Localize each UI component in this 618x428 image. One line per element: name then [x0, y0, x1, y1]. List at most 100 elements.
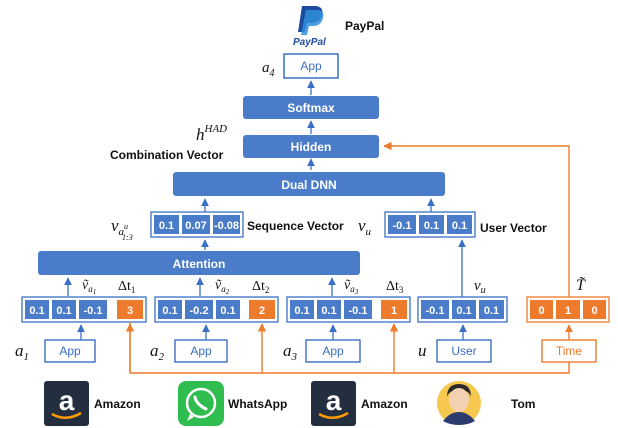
- paypal-brand-label: PayPal: [345, 19, 384, 33]
- user-cell-value: 0.1: [452, 220, 467, 232]
- user-group: vu -0.1 0.1 0.1 u User: [417, 278, 508, 363]
- app-name-2: WhatsApp: [228, 397, 287, 411]
- emb-cell-value: 0.1: [220, 305, 235, 317]
- app-group-1: ṽa1 Δt1 0.1 0.1 -0.1 3 a1 App: [15, 278, 147, 363]
- softmax-block: [243, 96, 379, 119]
- attention-label: Attention: [173, 257, 226, 271]
- dt-symbol-1: Δt1: [118, 279, 135, 295]
- app-input-box-1: [44, 339, 96, 363]
- hidden-block: [243, 135, 379, 158]
- input-var-2: a2: [150, 341, 165, 363]
- emb-cell-value: -0.1: [349, 305, 368, 317]
- app-name-1: Amazon: [94, 397, 141, 411]
- app-input-label-2: App: [190, 344, 212, 358]
- attention-block: [38, 251, 360, 275]
- dt-cell-2: [249, 300, 275, 319]
- dt-cell-1: [117, 300, 143, 319]
- emb-cell-value: 0.1: [29, 305, 44, 317]
- dual-dnn-block: [173, 172, 445, 196]
- emb-symbol-1: ṽa1: [82, 278, 96, 296]
- app-name-3: Amazon: [361, 397, 408, 411]
- user-emb-value: -0.1: [426, 305, 445, 317]
- user-emb-symbol: vu: [474, 278, 486, 296]
- softmax-label: Softmax: [287, 101, 335, 115]
- dt-symbol-2: Δt2: [252, 279, 269, 295]
- dt-value-2: 2: [259, 305, 265, 317]
- time-input-label: Time: [556, 344, 583, 358]
- app-input-label-1: App: [59, 344, 81, 358]
- user-vector-cells: -0.1 0.1 0.1: [388, 215, 472, 234]
- time-cell: [583, 300, 606, 319]
- user-cell-value: -0.1: [393, 220, 412, 232]
- user-cell: [388, 215, 416, 234]
- app-input-box-2: [174, 339, 228, 363]
- user-vector-symbol: vu: [358, 216, 372, 238]
- emb-cell: [79, 300, 107, 319]
- seq-cell-value: -0.08: [214, 220, 239, 232]
- dt-cell-3: [381, 300, 407, 319]
- user-cell: [419, 215, 444, 234]
- output-app-box: [283, 53, 339, 79]
- input-var-3: a3: [283, 341, 298, 363]
- emb-cell: [290, 300, 314, 319]
- app-group-3: ṽa3 Δt3 0.1 0.1 -0.1 1 a3 App: [283, 278, 411, 363]
- paypal-logo-text: PayPal: [293, 37, 326, 48]
- emb-cell: [25, 300, 49, 319]
- input-var-1: a1: [15, 341, 29, 363]
- seq-vector-cells: 0.1 0.07 -0.08: [154, 215, 240, 234]
- time-symbol: T̃: [576, 276, 586, 294]
- svg-text:a: a: [59, 385, 75, 416]
- emb-cell: [158, 300, 182, 319]
- emb-symbol-2: ṽa2: [215, 278, 230, 296]
- time-group: T̃ 0 1 0 Time: [526, 276, 610, 363]
- app-group-2: ṽa2 Δt2 0.1 -0.2 0.1 2 a2 App: [150, 278, 279, 363]
- emb-cell-value: 0.1: [294, 305, 309, 317]
- user-name: Tom: [511, 397, 535, 411]
- whatsapp-logo: [178, 381, 224, 426]
- user-emb-cell: [452, 300, 476, 319]
- user-cell: [447, 215, 472, 234]
- time-cell-value: 0: [538, 305, 544, 317]
- app-input-box-3: [305, 339, 361, 363]
- seq-cell: [213, 215, 240, 234]
- emb-cell-value: 0.1: [321, 305, 336, 317]
- emb-cell-value: -0.1: [84, 305, 103, 317]
- emb-cell: [216, 300, 240, 319]
- user-emb-cell: [479, 300, 504, 319]
- emb-cell: [344, 300, 372, 319]
- emb-cell-value: 0.1: [56, 305, 71, 317]
- combination-vector-label: Combination Vector: [110, 148, 224, 162]
- output-app-label: App: [300, 59, 322, 73]
- emb-symbol-3: ṽa3: [344, 278, 359, 296]
- time-cell: [556, 300, 580, 319]
- user-vector-label: User Vector: [480, 221, 547, 235]
- user-emb-value: 0.1: [484, 305, 499, 317]
- dual-dnn-label: Dual DNN: [281, 178, 336, 192]
- user-input-box: [436, 339, 492, 363]
- user-cell-value: 0.1: [424, 220, 439, 232]
- app-input-label-3: App: [322, 344, 344, 358]
- seq-cell: [154, 215, 179, 234]
- user-input-label: User: [451, 344, 476, 358]
- emb-cell-value: -0.2: [190, 305, 209, 317]
- user-emb-value: 0.1: [456, 305, 471, 317]
- user-emb-cell: [421, 300, 449, 319]
- emb-cell-value: 0.1: [162, 305, 177, 317]
- amazon-logo-2: a: [311, 381, 356, 426]
- h-had-label: hHAD: [196, 123, 227, 144]
- output-var: a4: [262, 60, 275, 79]
- svg-text:a: a: [326, 385, 342, 416]
- dt-symbol-3: Δt3: [386, 279, 404, 295]
- arrow-time-to-hidden: [383, 141, 570, 297]
- dt-value-1: 3: [127, 305, 133, 317]
- sequence-vector-label: Sequence Vector: [247, 219, 344, 233]
- time-cell-value: 0: [591, 305, 597, 317]
- dt-value-3: 1: [391, 305, 397, 317]
- seq-cell-value: 0.1: [159, 220, 174, 232]
- time-cell-value: 1: [565, 305, 571, 317]
- seq-cell-value: 0.07: [185, 220, 206, 232]
- seq-cell: [182, 215, 210, 234]
- emb-cell: [317, 300, 341, 319]
